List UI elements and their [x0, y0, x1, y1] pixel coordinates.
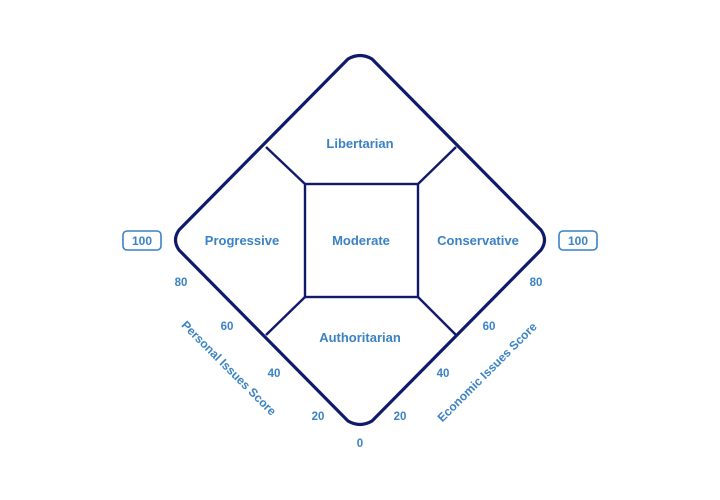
region-moderate: Moderate — [332, 233, 390, 248]
region-libertarian: Libertarian — [326, 136, 393, 151]
region-progressive: Progressive — [205, 233, 279, 248]
svg-text:100: 100 — [568, 234, 588, 248]
region-conservative: Conservative — [437, 233, 519, 248]
divider-top-left — [265, 146, 306, 185]
svg-text:100: 100 — [132, 234, 152, 248]
economic-tick-40: 40 — [437, 368, 450, 380]
divider-top-right — [417, 146, 457, 185]
personal-tick-60: 60 — [221, 321, 234, 333]
economic-tick-20: 20 — [394, 411, 407, 423]
diamond-outline — [173, 53, 547, 427]
personal-tick-80: 80 — [175, 277, 188, 289]
region-authoritarian: Authoritarian — [319, 330, 401, 345]
economic-axis-title: Economic Issues Score — [435, 319, 540, 424]
divider-bottom-right — [417, 296, 457, 336]
right-cap-100: 100 — [558, 230, 598, 251]
personal-tick-40: 40 — [268, 368, 281, 380]
moderate-square — [303, 182, 420, 299]
left-cap-100: 100 — [122, 230, 162, 251]
origin-tick: 0 — [357, 438, 363, 450]
economic-tick-80: 80 — [530, 277, 543, 289]
divider-bottom-left — [265, 296, 306, 336]
economic-tick-60: 60 — [483, 321, 496, 333]
personal-axis-title: Personal Issues Score — [179, 318, 280, 419]
personal-tick-20: 20 — [312, 411, 325, 423]
